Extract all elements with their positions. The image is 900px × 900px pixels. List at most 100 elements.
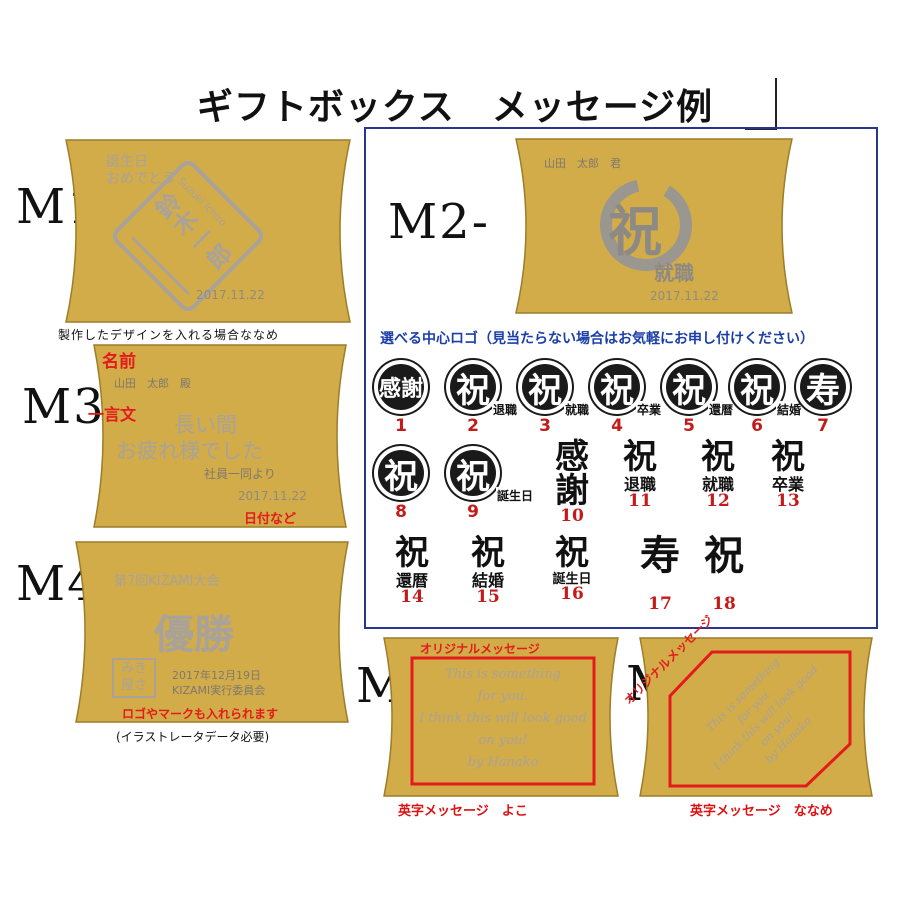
- logo-16-num: 16: [560, 584, 584, 604]
- logo-2-num: 2: [467, 416, 479, 436]
- logo-3-sub: 就職: [563, 401, 590, 418]
- logo-4-mark: 祝卒業: [590, 360, 662, 418]
- logo-2-sub: 退職: [491, 401, 518, 418]
- logo-7-mark: 寿: [796, 360, 850, 414]
- logo-12-num: 12: [706, 491, 730, 511]
- m5-red-frame: [410, 656, 596, 786]
- logo-5-sub: 還暦: [707, 401, 734, 418]
- m2-brush-circle: [600, 179, 692, 271]
- logo-row-2: 祝 8 祝誕生日 9 感 謝 10 祝 退職 11 祝 就職 12 祝 卒業 1…: [374, 440, 874, 526]
- logo-13-sub: 卒業: [771, 475, 804, 494]
- m5-line-3: I think this will look good: [419, 711, 587, 726]
- logo-7-num: 7: [817, 416, 829, 436]
- logo-5-main: 祝: [672, 370, 706, 411]
- logo-option-12[interactable]: 祝 就職 12: [690, 440, 746, 510]
- m2-label: M2-: [388, 194, 490, 250]
- logo-10-main: 感: [555, 437, 589, 477]
- m1-date: 2017.11.22: [196, 288, 265, 302]
- m4-logo-top: みき: [120, 661, 147, 676]
- logo-row-3: 祝 還暦 14 祝 結婚 15 祝 誕生日 16 寿 17 祝 18: [374, 536, 874, 622]
- logo-10-num: 10: [560, 506, 584, 526]
- logo-5-mark: 祝還暦: [662, 360, 734, 418]
- logo-option-6[interactable]: 祝結婚 6: [730, 360, 802, 436]
- m4-box-shape: [75, 541, 349, 723]
- logo-14-num: 14: [400, 587, 424, 607]
- logo-option-16[interactable]: 祝 誕生日 16: [542, 536, 602, 603]
- logo-option-9[interactable]: 祝誕生日 9: [446, 446, 534, 522]
- logo-11-main: 祝: [623, 437, 657, 477]
- logo-option-7[interactable]: 寿 7: [796, 360, 856, 436]
- m4-date: 2017年12月19日: [172, 669, 261, 682]
- logo-12-sub: 就職: [701, 475, 734, 494]
- m3-name: 山田 太郎 殿: [114, 377, 191, 390]
- logo-option-4[interactable]: 祝卒業 4: [590, 360, 662, 436]
- logo-9-sub: 誕生日: [495, 487, 534, 504]
- m5-line-5: by Hanako: [467, 755, 539, 770]
- m4-caption2: (イラストレータデータ必要): [116, 730, 270, 744]
- m6-box: オリジナルメッセージ This is something for you. I …: [621, 613, 876, 798]
- m1-box: 誕生日 おめでとう 鈴木一郎 Suzuki Ichiro 2017.11.22: [58, 138, 358, 324]
- logo-option-2[interactable]: 祝退職 2: [446, 360, 518, 436]
- m3-box-shape: [93, 344, 347, 528]
- logo-15-main: 祝: [471, 533, 505, 573]
- logo-option-17[interactable]: 寿 17: [630, 536, 690, 613]
- logo-15-num: 15: [476, 587, 500, 607]
- m4-logo-bottom: 屋さ: [120, 678, 147, 693]
- logo-9-mark: 祝誕生日: [446, 446, 534, 504]
- logo-8-num: 8: [395, 502, 407, 522]
- logo-11-num: 11: [628, 491, 652, 511]
- logo-4-sub: 卒業: [635, 401, 662, 418]
- m3-from: 社員一同より: [204, 467, 276, 481]
- m1-line1: 誕生日: [106, 154, 148, 170]
- logo-option-14[interactable]: 祝 還暦 14: [382, 536, 442, 606]
- m1-caption: 製作したデザインを入れる場合ななめ: [58, 328, 280, 342]
- logo-option-8[interactable]: 祝 8: [374, 446, 434, 522]
- m4-box: 第7回KIZAMI大会 優勝 みき 屋さ 2017年12月19日 KIZAMI実…: [68, 540, 356, 724]
- logo-row-1: 感謝 1 祝退職 2 祝就職 3 祝卒業 4 祝還暦 5 祝結婚 6 寿 7: [374, 360, 874, 440]
- logo-option-10[interactable]: 感 謝 10: [544, 440, 600, 525]
- logo-14-main: 祝: [395, 533, 429, 573]
- m2-sub: 就職: [654, 261, 694, 285]
- m3-name-tag: 名前: [102, 352, 136, 372]
- m6-caption: 英字メッセージ ななめ: [690, 804, 833, 819]
- logo-1-mark: 感謝: [374, 360, 428, 414]
- logo-option-13[interactable]: 祝 卒業 13: [760, 440, 816, 510]
- title-underline: [745, 128, 777, 130]
- logo-option-3[interactable]: 祝就職 3: [518, 360, 590, 436]
- logo-option-15[interactable]: 祝 結婚 15: [458, 536, 518, 606]
- logo-5-num: 5: [683, 416, 695, 436]
- m4-event: 第7回KIZAMI大会: [114, 574, 220, 589]
- m2-name: 山田 太郎 君: [544, 157, 621, 170]
- m4-caption1: ロゴやマークも入れられます: [122, 707, 279, 721]
- m2-box: 山田 太郎 君 祝 就職 2017.11.22: [510, 137, 798, 315]
- logo-16-sub: 誕生日: [552, 572, 592, 587]
- logo-option-18[interactable]: 祝 18: [694, 536, 754, 613]
- logo-17-main: 寿: [640, 532, 680, 579]
- m5-message: This is something for you. I think this …: [412, 664, 594, 774]
- m2-date: 2017.11.22: [650, 289, 719, 303]
- logo-6-sub: 結婚: [775, 401, 802, 418]
- logo-3-num: 3: [539, 416, 551, 436]
- m4-award: 優勝: [154, 611, 234, 658]
- logo-9-num: 9: [467, 502, 479, 522]
- m5-tag: オリジナルメッセージ: [420, 642, 540, 656]
- logo-4-num: 4: [611, 416, 623, 436]
- logo-4-main: 祝: [600, 370, 634, 411]
- m5-box: オリジナルメッセージ This is something for you. I …: [380, 636, 622, 798]
- m3-msg1: 長い間: [174, 413, 237, 437]
- logo-option-1[interactable]: 感謝 1: [374, 360, 434, 436]
- m5-box-shape: [383, 637, 619, 797]
- logo-6-num: 6: [751, 416, 763, 436]
- logo-option-11[interactable]: 祝 退職 11: [612, 440, 668, 510]
- m6-box-shape: [639, 637, 873, 797]
- logo-14-sub: 還暦: [395, 571, 428, 590]
- logo-option-5[interactable]: 祝還暦 5: [662, 360, 734, 436]
- logo-header: 選べる中心ロゴ（見当たらない場合はお気軽にお申し付けください）: [380, 331, 814, 347]
- logo-8-mark: 祝: [374, 446, 428, 500]
- logo-18-num: 18: [712, 594, 736, 614]
- title-divider: [775, 78, 777, 130]
- logo-2-mark: 祝退職: [446, 360, 518, 418]
- m1-box-shape: [65, 139, 351, 323]
- m5-line-4: on you!: [478, 733, 528, 748]
- logo-3-mark: 祝就職: [518, 360, 590, 418]
